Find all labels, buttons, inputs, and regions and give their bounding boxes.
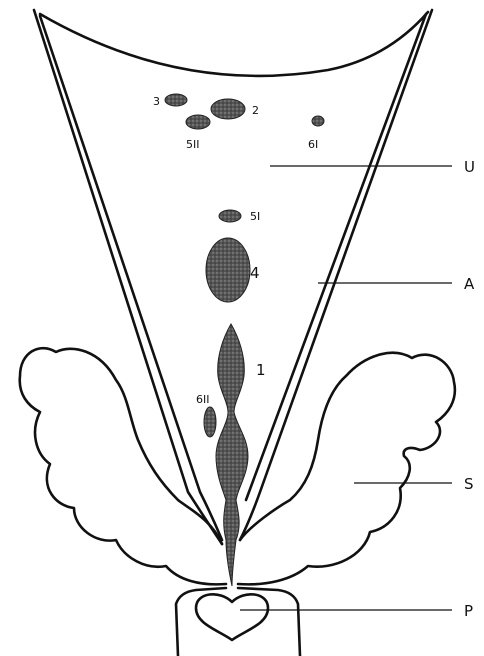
spot-1-spindle <box>216 324 248 586</box>
spot-3 <box>165 94 187 106</box>
right-wall-outer <box>240 10 432 540</box>
spot-2 <box>211 99 245 119</box>
spot-label-2: 2 <box>252 104 259 117</box>
base-right-wall <box>238 588 300 656</box>
spot-label-6i: 6I <box>308 138 318 151</box>
spot-label-5i: 5I <box>250 210 260 223</box>
spot-label-4: 4 <box>250 264 260 282</box>
right-lobed-mass <box>238 353 455 585</box>
region-label-s: S <box>464 475 474 493</box>
spot-label-3: 3 <box>153 95 160 108</box>
region-label-a: A <box>464 275 475 293</box>
heart-shaped-lumen <box>196 594 268 640</box>
spot-label-5ii: 5II <box>186 138 200 151</box>
left-lobed-mass <box>20 348 226 584</box>
spot-label-1: 1 <box>256 361 266 379</box>
region-label-p: P <box>464 602 473 620</box>
region-label-u: U <box>464 158 475 176</box>
upper-funnel-outline <box>40 12 428 76</box>
left-channel-inner <box>40 16 222 540</box>
spot-5i <box>219 210 241 222</box>
spot-4 <box>206 238 250 302</box>
spot-6ii <box>204 407 216 437</box>
right-channel-inner <box>246 14 426 500</box>
spot-5ii <box>186 115 210 129</box>
spot-6i <box>312 116 324 126</box>
spot-label-6ii: 6II <box>196 393 210 406</box>
